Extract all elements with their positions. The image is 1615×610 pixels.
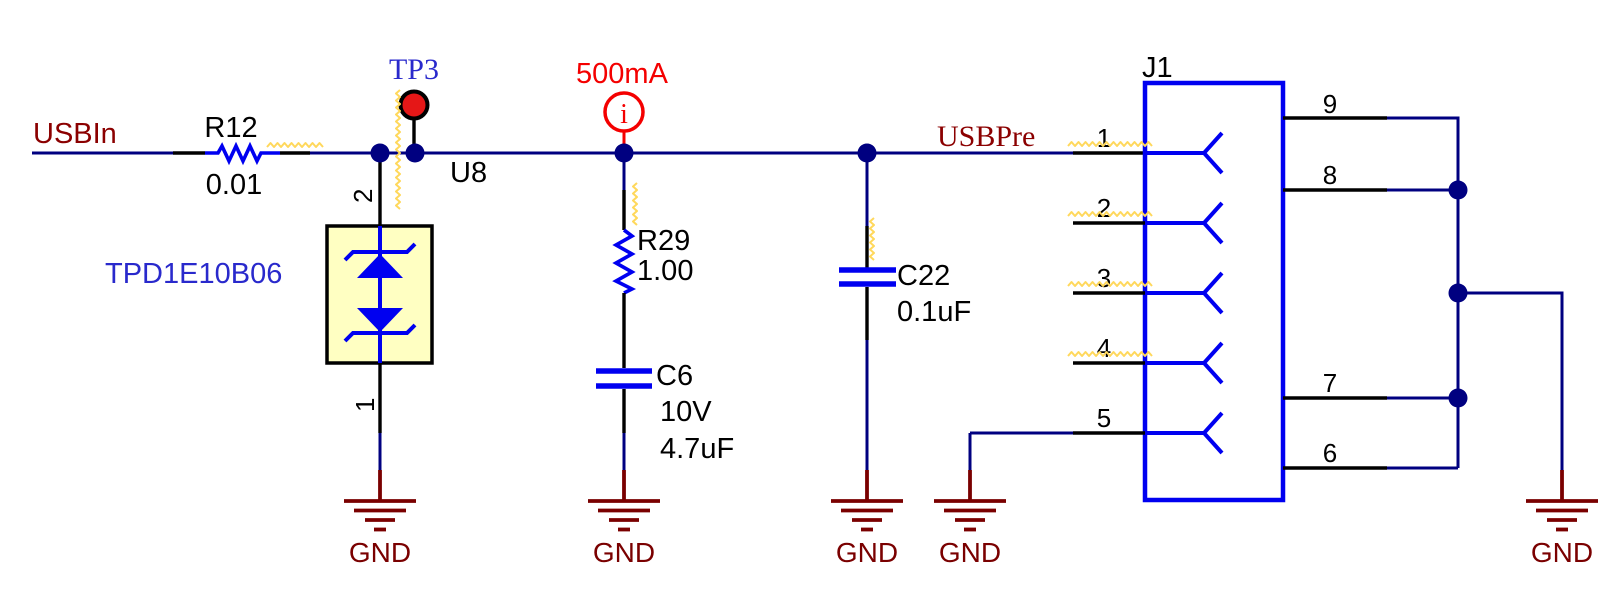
resistor-zigzag xyxy=(612,228,637,295)
testpoint-tp3: TP3 xyxy=(389,53,439,153)
resistor-zigzag xyxy=(205,141,280,166)
j1-pin-number: 3 xyxy=(1097,263,1111,293)
contact-chevron xyxy=(1201,201,1224,245)
tvs-pin2-number: 2 xyxy=(348,189,378,203)
c22-value: 0.1uF xyxy=(897,296,971,328)
highlight-squiggle xyxy=(632,182,638,226)
usbpre-net-label: USBPre xyxy=(937,120,1035,153)
c6-value: 4.7uF xyxy=(660,433,734,465)
usbin-net-label: USBIn xyxy=(33,118,117,150)
c22-ref: C22 xyxy=(897,260,950,292)
junction-dot xyxy=(1448,180,1468,200)
c6-voltage: 10V xyxy=(660,396,712,428)
r12-value: 0.01 xyxy=(206,169,262,201)
tvs-diode-u8: TPD1E10B06 U8 2 1 xyxy=(105,153,487,470)
junction-dot xyxy=(857,143,877,163)
probe-circle xyxy=(603,91,645,133)
j1-ref: J1 xyxy=(1142,52,1173,84)
j1-pin-number: 9 xyxy=(1323,89,1337,119)
zener-cathode-bar xyxy=(343,242,417,262)
c22-branch: C22 0.1uF xyxy=(839,153,971,470)
testpoint-pad xyxy=(398,89,430,121)
ground-symbol-c22: GND xyxy=(831,470,903,568)
gnd-label: GND xyxy=(593,537,655,568)
j1-contact xyxy=(1147,131,1224,455)
gnd-label: GND xyxy=(1531,537,1593,568)
ground-symbol-tvs: GND xyxy=(344,470,416,568)
r12-ref: R12 xyxy=(204,112,257,144)
connector-j1: J1 1 2 3 4 5 9 8 7 6 xyxy=(1073,52,1387,503)
ground-symbol-shield: GND xyxy=(1526,470,1598,568)
j1-pin-number: 4 xyxy=(1097,333,1111,363)
gnd-label: GND xyxy=(349,537,411,568)
tvs-pin1-number: 1 xyxy=(350,398,380,412)
junction-dots xyxy=(370,143,1468,408)
pin5-ground-wire xyxy=(968,431,1073,470)
j1-pin-number: 1 xyxy=(1097,123,1111,153)
j1-pin-number: 2 xyxy=(1097,193,1111,223)
resistor-r12: R12 0.01 xyxy=(204,112,280,201)
junction-dot xyxy=(405,143,425,163)
wire-segment xyxy=(1387,116,1460,468)
tvs-part-label: TPD1E10B06 xyxy=(105,258,282,290)
j1-pin-number: 5 xyxy=(1097,403,1111,433)
r29-c6-branch: R29 1.00 C6 10V 4.7uF xyxy=(596,153,734,470)
diode-triangle xyxy=(357,308,403,332)
r29-value: 1.00 xyxy=(637,255,693,287)
c6-ref: C6 xyxy=(656,360,693,392)
tp3-label: TP3 xyxy=(389,53,439,86)
current-probe: i 500mA xyxy=(576,58,669,150)
probe-symbol: i xyxy=(620,99,628,130)
contact-chevron xyxy=(1201,271,1224,315)
junction-dot xyxy=(1448,283,1468,303)
ground-symbol-c6: GND xyxy=(588,470,660,568)
contact-chevron xyxy=(1201,131,1224,175)
junction-dot xyxy=(1448,388,1468,408)
ground-symbol-pin5: GND xyxy=(934,470,1006,568)
r29-ref: R29 xyxy=(637,225,690,257)
u8-ref: U8 xyxy=(450,157,487,189)
junction-dot xyxy=(370,143,390,163)
contact-chevron xyxy=(1201,341,1224,385)
j1-pin-number: 6 xyxy=(1323,438,1337,468)
wire-segment xyxy=(1458,291,1564,470)
junction-dot xyxy=(614,143,634,163)
highlight-squiggle xyxy=(266,142,324,148)
contact-chevron xyxy=(1201,411,1224,455)
j1-pin-number: 7 xyxy=(1323,368,1337,398)
shield-tie-wires xyxy=(1387,116,1564,470)
highlight-squiggle xyxy=(869,217,875,261)
gnd-label: GND xyxy=(939,537,1001,568)
diode-triangle xyxy=(357,254,403,278)
j1-pin-number: 8 xyxy=(1323,160,1337,190)
zener-cathode-bar xyxy=(343,323,417,343)
probe-label: 500mA xyxy=(576,58,669,90)
gnd-label: GND xyxy=(836,537,898,568)
